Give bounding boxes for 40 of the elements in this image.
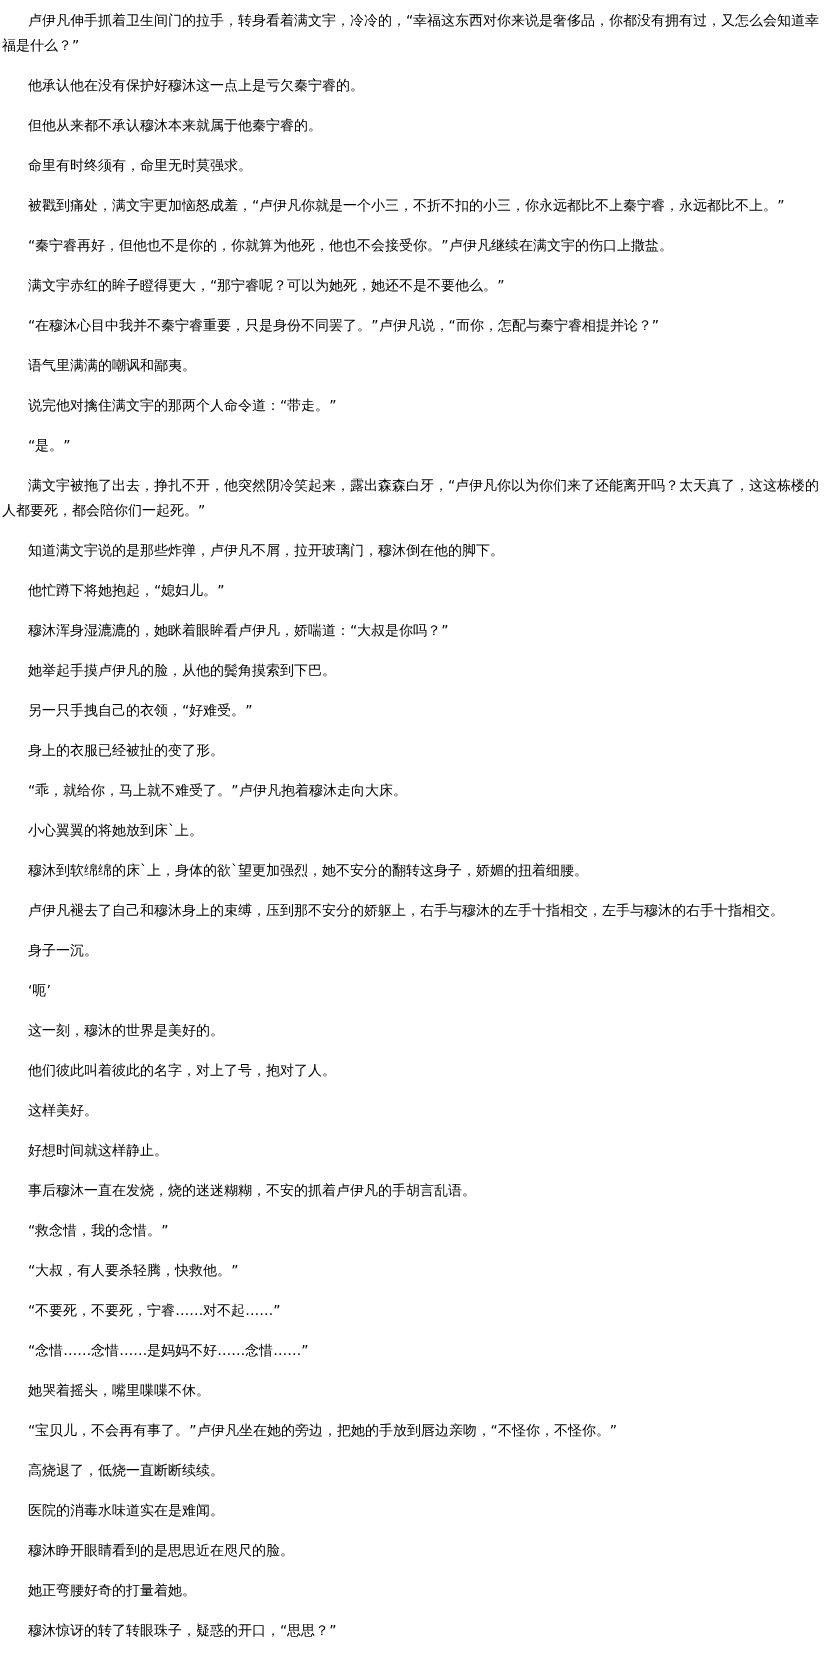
paragraph: 穆沐到软绵绵的床`上，身体的欲`望更加强烈，她不安分的翻转这身子，娇媚的扭着细腰。 <box>27 861 589 880</box>
paragraph: 事后穆沐一直在发烧，烧的迷迷糊糊，不安的抓着卢伊凡的手胡言乱语。 <box>27 1181 477 1200</box>
paragraph: 满文宇赤红的眸子瞪得更大，“那宁睿呢？可以为她死，她还不是不要他么。” <box>27 276 506 295</box>
paragraph: 穆沐睁开眼睛看到的是思思近在咫尺的脸。 <box>27 1541 295 1560</box>
paragraph: 高烧退了，低烧一直断断续续。 <box>27 1461 225 1480</box>
paragraph: 语气里满满的嘲讽和鄙夷。 <box>27 356 197 375</box>
paragraph: 穆沐惊讶的转了转眼珠子，疑惑的开口，“思思？” <box>27 1621 338 1640</box>
paragraph: 穆沐浑身湿漉漉的，她眯着眼眸看卢伊凡，娇喘道：“大叔是你吗？” <box>27 621 450 640</box>
paragraph: ‘呃’ <box>27 981 52 1000</box>
paragraph: “是。” <box>27 436 72 455</box>
paragraph: 好想时间就这样静止。 <box>27 1141 169 1160</box>
paragraph: “不要死，不要死，宁睿……对不起……” <box>27 1301 282 1320</box>
paragraph: 身子一沉。 <box>27 941 99 960</box>
paragraph: 身上的衣服已经被扯的变了形。 <box>27 741 225 760</box>
paragraph: “在穆沐心目中我并不秦宁睿重要，只是身份不同罢了。”卢伊凡说，“而你，怎配与秦宁睿相提并论？” <box>27 316 660 335</box>
paragraph: “宝贝儿，不会再有事了。”卢伊凡坐在她的旁边，把她的手放到唇边亲吻，“不怪你，不怪你。” <box>27 1421 618 1440</box>
paragraph: “乖，就给你，马上就不难受了。”卢伊凡抱着穆沐走向大床。 <box>27 781 408 800</box>
paragraph: 另一只手拽自己的衣领，“好难受。” <box>27 701 254 720</box>
paragraph: 被戳到痛处，满文宇更加恼怒成羞，“卢伊凡你就是一个小三，不折不扣的小三，你永远都比不上秦宁睿，永远都比不上。” <box>27 196 786 215</box>
paragraph: “大叔，有人要杀轻腾，快救他。” <box>27 1261 240 1280</box>
paragraph: 她正弯腰好奇的打量着她。 <box>27 1581 197 1600</box>
paragraph: 命里有时终须有，命里无时莫强求。 <box>27 156 253 175</box>
paragraph: 这一刻，穆沐的世界是美好的。 <box>27 1021 225 1040</box>
paragraph: 卢伊凡褪去了自己和穆沐身上的束缚，压到那不安分的娇躯上，右手与穆沐的左手十指相交，左手与穆沐的右手十指相交。 <box>27 901 785 920</box>
paragraph: 她哭着摇头，嘴里喋喋不休。 <box>27 1381 211 1400</box>
paragraph: 她举起手摸卢伊凡的脸，从他的鬓角摸索到下巴。 <box>27 661 337 680</box>
paragraph: “念惜……念惜……是妈妈不好……念惜……” <box>27 1341 310 1360</box>
paragraph: 卢伊凡伸手抓着卫生间门的拉手，转身看着满文宇，冷冷的，“幸福这东西对你来说是奢侈品，你都没有拥有过，又怎么会知道幸福是什么？” <box>2 11 821 55</box>
paragraph: 小心翼翼的将她放到床`上。 <box>27 821 204 840</box>
paragraph: 但他从来都不承认穆沐本来就属于他秦宁睿的。 <box>27 116 323 135</box>
paragraph: 他们彼此叫着彼此的名字，对上了号，抱对了人。 <box>27 1061 337 1080</box>
paragraph: “秦宁睿再好，但他也不是你的，你就算为他死，他也不会接受你。”卢伊凡继续在满文宇的伤口上撒盐。 <box>27 236 674 255</box>
paragraph: 说完他对擒住满文宇的那两个人命令道：“带走。” <box>27 396 338 415</box>
paragraph: 他承认他在没有保护好穆沐这一点上是亏欠秦宁睿的。 <box>27 76 365 95</box>
paragraph: 知道满文宇说的是那些炸弹，卢伊凡不屑，拉开玻璃门，穆沐倒在他的脚下。 <box>27 541 505 560</box>
paragraph: 他忙蹲下将她抱起，“媳妇儿。” <box>27 581 226 600</box>
paragraph: 满文宇被拖了出去，挣扎不开，他突然阴冷笑起来，露出森森白牙，“卢伊凡你以为你们来了还能离开吗？太天真了，这这栋楼的人都要死，都会陪你们一起死。” <box>2 476 821 520</box>
paragraph: “救念惜，我的念惜。” <box>27 1221 170 1240</box>
paragraph: 这样美好。 <box>27 1101 99 1120</box>
paragraph: 医院的消毒水味道实在是难闻。 <box>27 1501 225 1520</box>
